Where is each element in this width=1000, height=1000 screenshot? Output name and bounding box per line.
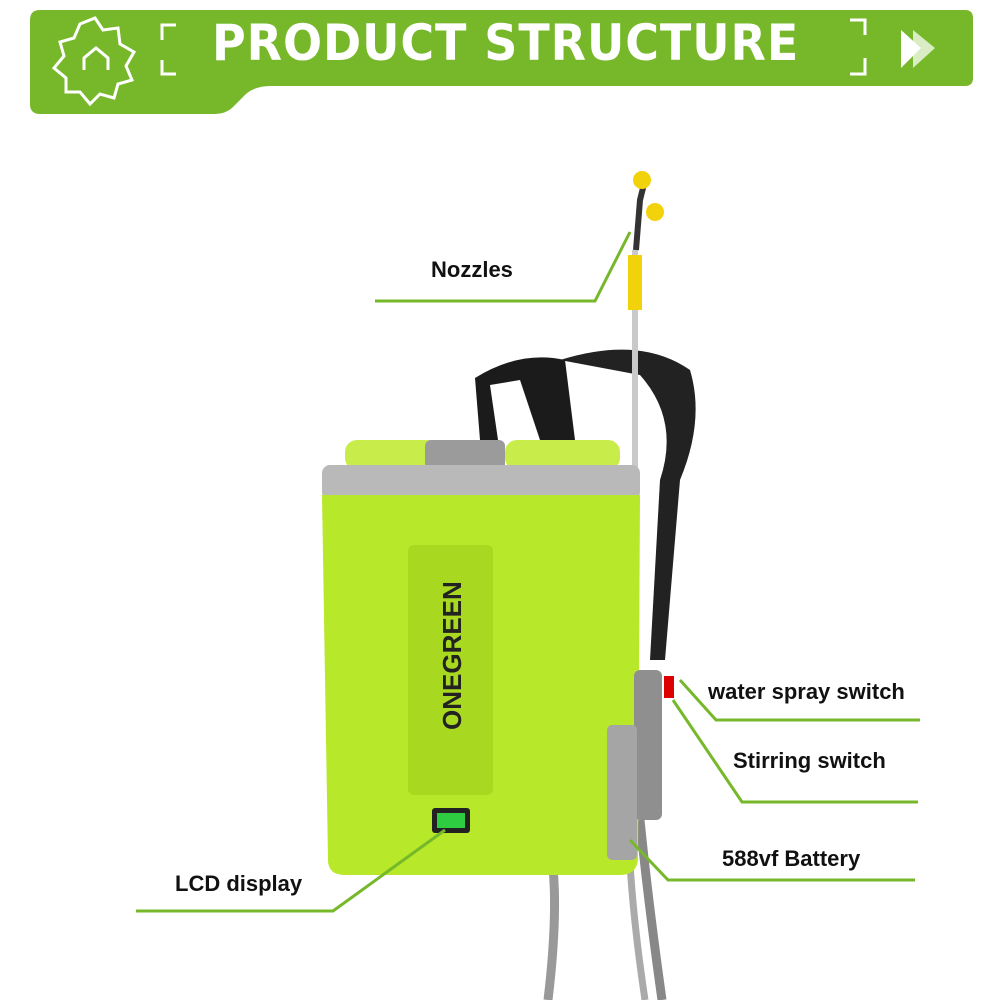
brand-logo-text: ONEGREEN bbox=[437, 581, 467, 730]
double-chevron-right-icon bbox=[901, 30, 935, 68]
label-stirring-switch: Stirring switch bbox=[733, 748, 886, 773]
gear-house-logo-icon bbox=[51, 16, 137, 107]
label-water-spray-switch: water spray switch bbox=[708, 679, 905, 704]
label-lcd-display: LCD display bbox=[175, 871, 303, 896]
leader-lines bbox=[136, 231, 920, 913]
page-title: PRODUCT STRUCTURE bbox=[212, 14, 800, 72]
header-banner bbox=[30, 10, 973, 114]
bracket-decoration bbox=[160, 18, 867, 76]
label-nozzles: Nozzles bbox=[431, 257, 513, 282]
label-battery: 588vf Battery bbox=[722, 846, 861, 871]
